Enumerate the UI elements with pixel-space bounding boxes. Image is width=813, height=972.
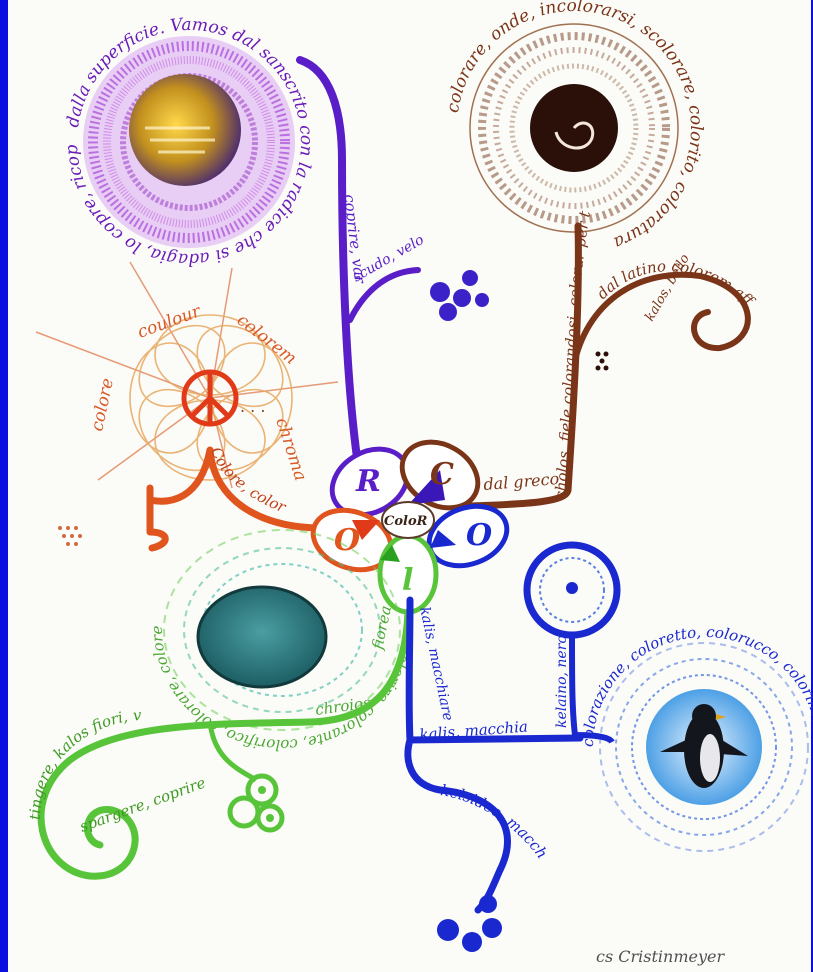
letter-o-right: O: [466, 518, 492, 553]
swirl-icon: [566, 582, 578, 594]
petal-word-4: chroma: [271, 415, 310, 483]
petal-word-2: colorem: [233, 310, 300, 369]
petal-word-1: coulour: [135, 301, 204, 342]
letter-r: R: [355, 464, 381, 499]
green-side-word-1: fiorea: [368, 604, 395, 652]
orange-branch: coulour colorem colore chroma . . . Colo…: [36, 262, 338, 548]
center-core-text: ColoR: [384, 514, 428, 529]
signature: cs Cristinmeyer: [596, 947, 725, 966]
dots-icon: [596, 352, 609, 371]
spiral-flourish-icon: [430, 270, 489, 321]
letter-c: C: [430, 457, 454, 492]
greek-text: dal greco: [483, 469, 560, 494]
petal-word-3: colore: [87, 376, 118, 433]
double-loop-icon: [230, 776, 282, 830]
teal-stone-icon: [198, 587, 326, 687]
peace-symbol-icon: [184, 372, 236, 424]
small-ring-text: kelaino, nero: [554, 635, 570, 728]
green-curl-text: spargere, coprire: [77, 773, 208, 835]
triple-circle-icon: [437, 895, 502, 952]
sun-icon: [129, 74, 241, 186]
orange-dots: . . .: [240, 397, 265, 416]
letter-l: l: [402, 563, 413, 598]
purple-branch: dalla superficie. Vamos dal sanscrito co…: [0, 0, 489, 465]
center-flower: R C O O l ColoR: [305, 429, 515, 612]
blue-vertical-text: kalis, macchiare: [416, 606, 456, 723]
dots-icon: [58, 526, 82, 546]
